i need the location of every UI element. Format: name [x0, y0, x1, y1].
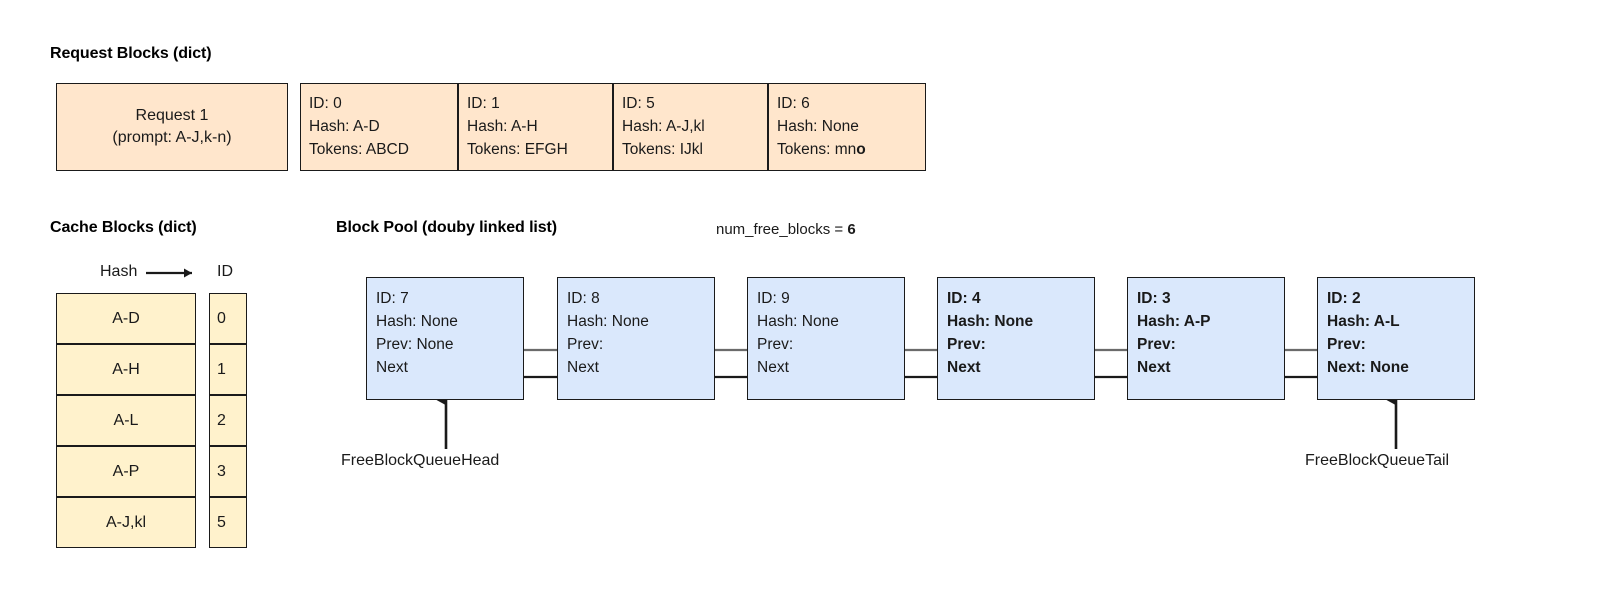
- request-block-6: ID: 6 Hash: None Tokens: mno: [768, 83, 926, 171]
- cache-row-hash-2: A-L: [56, 395, 196, 446]
- cache-row-hash-1: A-H: [56, 344, 196, 395]
- pool-block-2-prev: Prev:: [1327, 336, 1366, 353]
- pool-block-8-id: ID: 8: [567, 290, 600, 307]
- cache-row-id-1: 1: [209, 344, 247, 395]
- request-block-0: ID: 0 Hash: A-D Tokens: ABCD: [300, 83, 458, 171]
- request-block-1-tokens: Tokens: EFGH: [467, 141, 568, 158]
- request-block-6-id: ID: 6: [777, 95, 810, 112]
- pool-block-4-next: Next: [947, 359, 981, 376]
- pool-block-7-id: ID: 7: [376, 290, 409, 307]
- pool-block-3-next: Next: [1137, 359, 1171, 376]
- request-blocks-title: Request Blocks (dict): [50, 45, 212, 62]
- request-block-6-hash: Hash: None: [777, 118, 859, 135]
- pool-block-9: ID: 9 Hash: None Prev: Next: [747, 277, 905, 400]
- request-block-5-hash: Hash: A-J,kl: [622, 118, 705, 135]
- request-1-prompt: (prompt: A-J,k-n): [112, 129, 232, 146]
- pool-block-3: ID: 3 Hash: A-P Prev: Next: [1127, 277, 1285, 400]
- pool-block-7-next: Next: [376, 359, 408, 376]
- num-free-blocks: num_free_blocks = 6: [716, 221, 856, 238]
- cache-hash-header: Hash: [100, 263, 138, 280]
- request-block-0-fields: ID: 0 Hash: A-D Tokens: ABCD: [301, 84, 457, 161]
- cache-row-id-4: 5: [209, 497, 247, 548]
- pool-block-7-prev: Prev: None: [376, 336, 454, 353]
- cache-id-header: ID: [217, 263, 233, 280]
- request-block-5-fields: ID: 5 Hash: A-J,kl Tokens: IJkl: [614, 84, 767, 161]
- pool-block-8-fields: ID: 8 Hash: None Prev: Next: [558, 278, 714, 379]
- request-block-6-fields: ID: 6 Hash: None Tokens: mno: [769, 84, 925, 161]
- request-block-5-id: ID: 5: [622, 95, 655, 112]
- cache-row-hash-4: A-J,kl: [56, 497, 196, 548]
- pool-block-7-fields: ID: 7 Hash: None Prev: None Next: [367, 278, 523, 379]
- request-block-5-tokens: Tokens: IJkl: [622, 141, 703, 158]
- pool-block-8-next: Next: [567, 359, 599, 376]
- free-block-queue-head-label: FreeBlockQueueHead: [341, 452, 500, 469]
- request-block-5: ID: 5 Hash: A-J,kl Tokens: IJkl: [613, 83, 768, 171]
- request-1-name: Request 1: [135, 107, 209, 124]
- pool-block-8-hash: Hash: None: [567, 313, 649, 330]
- request-block-1-id: ID: 1: [467, 95, 500, 112]
- pool-block-2-id: ID: 2: [1327, 290, 1361, 307]
- pool-block-3-prev: Prev:: [1137, 336, 1176, 353]
- pool-block-4-fields: ID: 4 Hash: None Prev: Next: [938, 278, 1094, 379]
- request-block-0-id: ID: 0: [309, 95, 342, 112]
- request-block-0-tokens: Tokens: ABCD: [309, 141, 409, 158]
- pool-block-8-prev: Prev:: [567, 336, 604, 353]
- pool-block-9-fields: ID: 9 Hash: None Prev: Next: [748, 278, 904, 379]
- request-1-box: Request 1 (prompt: A-J,k-n): [56, 83, 288, 171]
- cache-row-id-2: 2: [209, 395, 247, 446]
- cache-row-id-0: 0: [209, 293, 247, 344]
- pool-block-2: ID: 2 Hash: A-L Prev: Next: None: [1317, 277, 1475, 400]
- block-pool-title: Block Pool (douby linked list): [336, 219, 558, 236]
- pool-block-4: ID: 4 Hash: None Prev: Next: [937, 277, 1095, 400]
- pool-block-9-id: ID: 9: [757, 290, 790, 307]
- pool-block-2-next: Next: None: [1327, 359, 1409, 376]
- pool-block-3-hash: Hash: A-P: [1137, 313, 1211, 330]
- pool-block-4-id: ID: 4: [947, 290, 981, 307]
- request-block-1-fields: ID: 1 Hash: A-H Tokens: EFGH: [459, 84, 612, 161]
- pool-block-3-id: ID: 3: [1137, 290, 1171, 307]
- pool-block-9-hash: Hash: None: [757, 313, 839, 330]
- request-block-1: ID: 1 Hash: A-H Tokens: EFGH: [458, 83, 613, 171]
- cache-row-id-3: 3: [209, 446, 247, 497]
- cache-row-hash-0: A-D: [56, 293, 196, 344]
- request-1-text: Request 1 (prompt: A-J,k-n): [112, 105, 231, 149]
- pool-block-9-prev: Prev:: [757, 336, 794, 353]
- pool-block-4-hash: Hash: None: [947, 313, 1034, 330]
- pool-block-9-next: Next: [757, 359, 789, 376]
- pool-block-7: ID: 7 Hash: None Prev: None Next: [366, 277, 524, 400]
- cache-blocks-title: Cache Blocks (dict): [50, 219, 197, 236]
- pool-block-8: ID: 8 Hash: None Prev: Next: [557, 277, 715, 400]
- pool-block-2-hash: Hash: A-L: [1327, 313, 1400, 330]
- request-block-1-hash: Hash: A-H: [467, 118, 538, 135]
- pool-block-3-fields: ID: 3 Hash: A-P Prev: Next: [1128, 278, 1284, 379]
- pool-block-2-fields: ID: 2 Hash: A-L Prev: Next: None: [1318, 278, 1474, 379]
- cache-row-hash-3: A-P: [56, 446, 196, 497]
- pool-block-4-prev: Prev:: [947, 336, 986, 353]
- pool-block-7-hash: Hash: None: [376, 313, 458, 330]
- free-block-queue-tail-label: FreeBlockQueueTail: [1305, 452, 1450, 469]
- request-block-6-tokens: Tokens: mno: [777, 141, 866, 158]
- request-block-0-hash: Hash: A-D: [309, 118, 380, 135]
